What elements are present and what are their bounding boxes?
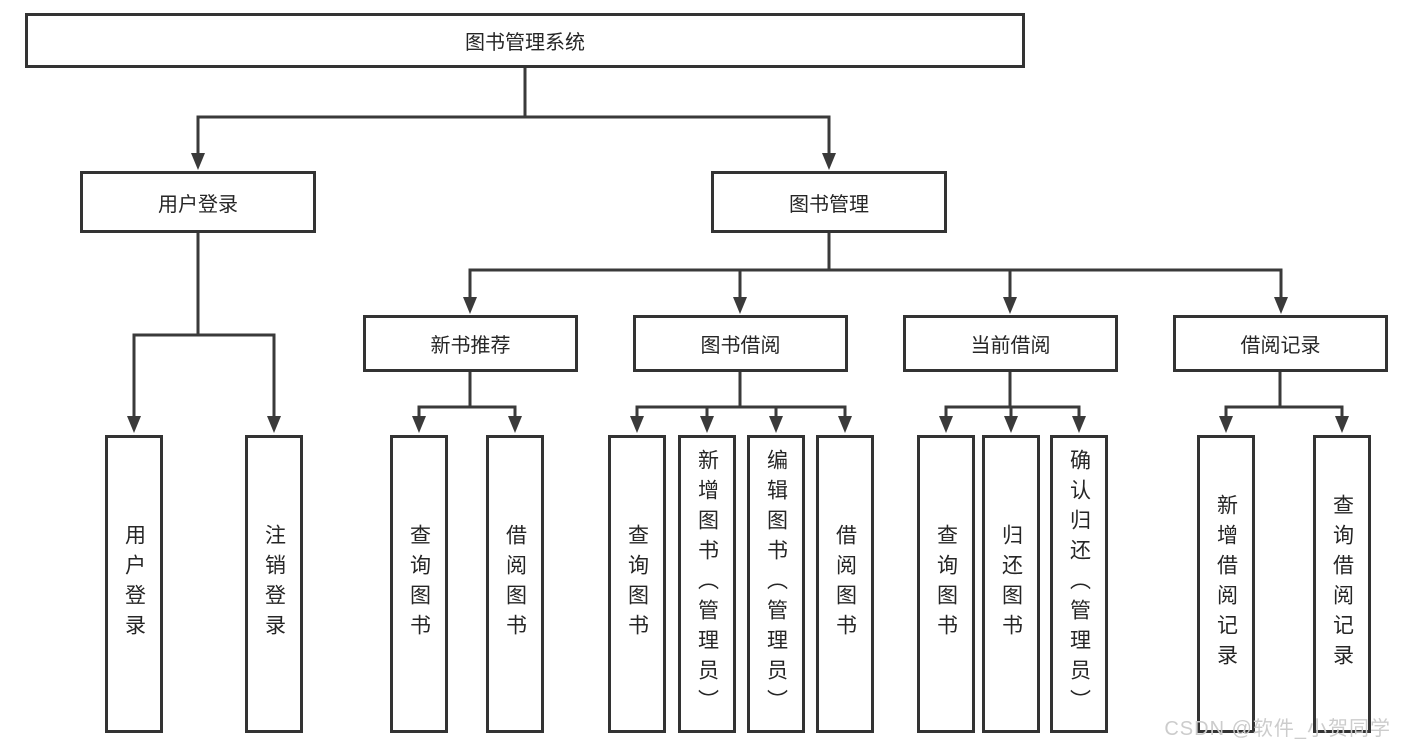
connector-borrow-records-to-leaves	[1219, 370, 1349, 433]
connector-root-to-level2	[191, 66, 836, 170]
arrowhead-icon	[127, 416, 141, 433]
watermark-text: CSDN @软件_小贺同学	[1164, 718, 1391, 740]
leaf-logout-login: 注销登录	[245, 435, 303, 733]
arrowhead-icon	[1219, 416, 1233, 433]
arrowhead-icon	[1004, 416, 1018, 433]
leaf-edit-book-admin: 编辑图书（管理员）	[747, 435, 805, 733]
leaf-query-books-current: 查询图书	[917, 435, 975, 733]
node-label: 查询图书	[625, 524, 649, 644]
connector-new-book-recommend-to-leaves	[412, 370, 522, 433]
arrowhead-icon	[630, 416, 644, 433]
arrowhead-icon	[1003, 297, 1017, 314]
arrowhead-icon	[700, 416, 714, 433]
node-library-management-system: 图书管理系统	[25, 13, 1025, 68]
arrowhead-icon	[769, 416, 783, 433]
node-new-book-recommend: 新书推荐	[363, 315, 578, 372]
arrowhead-icon	[508, 416, 522, 433]
node-current-borrow: 当前借阅	[903, 315, 1118, 372]
arrowhead-icon	[939, 416, 953, 433]
arrowhead-icon	[1274, 297, 1288, 314]
leaf-confirm-return-admin: 确认归还（管理员）	[1050, 435, 1108, 733]
node-label: 用户登录	[158, 193, 238, 216]
node-book-borrow: 图书借阅	[633, 315, 848, 372]
node-label: 图书借阅	[700, 335, 781, 357]
node-label: 新书推荐	[430, 335, 511, 357]
leaf-query-books-borrow: 查询图书	[608, 435, 666, 733]
leaf-borrow-books-recommend: 借阅图书	[486, 435, 544, 733]
arrowhead-icon	[838, 416, 852, 433]
node-label: 借阅图书	[833, 524, 857, 644]
connector-book-borrow-to-leaves	[630, 370, 852, 433]
leaf-query-borrow-record: 查询借阅记录	[1313, 435, 1371, 733]
leaf-add-book-admin: 新增图书（管理员）	[678, 435, 736, 733]
node-label: 注销登录	[262, 524, 286, 644]
arrowhead-icon	[1072, 416, 1086, 433]
node-label: 查询图书	[934, 524, 958, 644]
connector-book-management-to-level3	[463, 231, 1288, 314]
node-borrow-records: 借阅记录	[1173, 315, 1388, 372]
node-book-management: 图书管理	[711, 171, 947, 233]
leaf-return-book: 归还图书	[982, 435, 1040, 733]
arrowhead-icon	[733, 297, 747, 314]
node-label: 查询借阅记录	[1330, 494, 1354, 674]
leaf-add-borrow-record: 新增借阅记录	[1197, 435, 1255, 733]
arrowhead-icon	[1335, 416, 1349, 433]
node-label: 图书管理系统	[465, 32, 585, 54]
node-label: 确认归还（管理员）	[1067, 449, 1091, 719]
node-label: 借阅图书	[503, 524, 527, 644]
arrowhead-icon	[267, 416, 281, 433]
connector-current-borrow-to-leaves	[939, 370, 1086, 433]
connector-user-login-to-leaves	[127, 231, 281, 433]
arrowhead-icon	[822, 153, 836, 170]
node-label: 图书管理	[789, 193, 869, 216]
leaf-borrow-books-borrow: 借阅图书	[816, 435, 874, 733]
node-label: 用户登录	[122, 524, 146, 644]
node-label: 编辑图书（管理员）	[764, 449, 788, 719]
node-label: 查询图书	[407, 524, 431, 644]
leaf-user-login: 用户登录	[105, 435, 163, 733]
node-label: 归还图书	[999, 524, 1023, 644]
node-label: 新增借阅记录	[1214, 494, 1238, 674]
arrowhead-icon	[463, 297, 477, 314]
node-label: 借阅记录	[1240, 335, 1321, 357]
arrowhead-icon	[412, 416, 426, 433]
node-user-login: 用户登录	[80, 171, 316, 233]
leaf-query-books-recommend: 查询图书	[390, 435, 448, 733]
node-label: 新增图书（管理员）	[695, 449, 719, 719]
arrowhead-icon	[191, 153, 205, 170]
node-label: 当前借阅	[970, 335, 1051, 357]
